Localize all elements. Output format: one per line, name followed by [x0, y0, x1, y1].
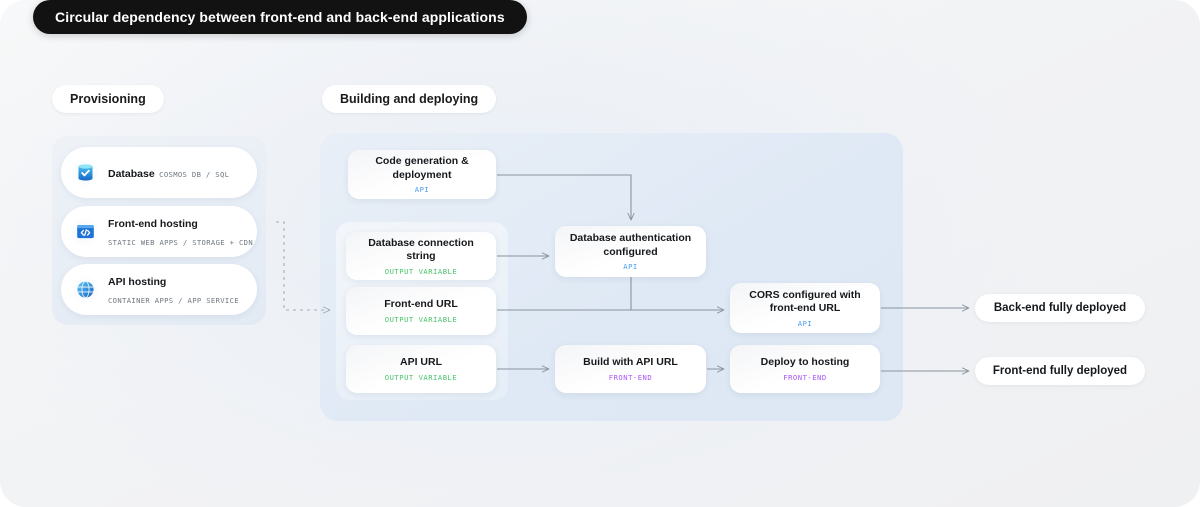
flow-node-title: Database authentication configured — [569, 232, 692, 258]
provisioning-card-subtitle: COSMOS DB / SQL — [159, 169, 230, 179]
flow-node-title: CORS configured with front-end URL — [749, 288, 861, 315]
flow-node-title: Build with API URL — [583, 356, 678, 369]
flow-node-tag: API — [797, 318, 813, 328]
flow-node-title: Front-end URL — [384, 298, 458, 311]
provisioning-card-front-end-hosting[interactable]: Front-end hosting STATIC WEB APPS / STOR… — [61, 206, 257, 257]
flow-node-tag: API — [414, 185, 430, 194]
flow-node-title: API URL — [400, 356, 442, 369]
diagram-title: Circular dependency between front-end an… — [33, 0, 527, 34]
flow-node-title: Code generation & deployment — [375, 155, 469, 181]
flow-node-build-with-api-url[interactable]: Build with API URL FRONT-END — [555, 345, 706, 393]
flow-node-tag: OUTPUT VARIABLE — [384, 314, 458, 324]
flow-node-api-url[interactable]: API URL OUTPUT VARIABLE — [346, 345, 496, 393]
database-icon — [70, 157, 100, 188]
outcome-front-end-fully-deployed: Front-end fully deployed — [975, 357, 1145, 385]
flow-node-front-end-url[interactable]: Front-end URL OUTPUT VARIABLE — [346, 287, 496, 335]
flow-node-tag: OUTPUT VARIABLE — [384, 266, 458, 276]
flow-node-tag: FRONT-END — [783, 372, 827, 382]
code-window-icon — [70, 216, 100, 247]
section-label-provisioning: Provisioning — [52, 85, 164, 113]
provisioning-card-subtitle: CONTAINER APPS / APP SERVICE — [108, 295, 239, 305]
flow-node-database-authentication-configured[interactable]: Database authentication configured API — [555, 226, 706, 277]
flow-node-tag: OUTPUT VARIABLE — [384, 372, 458, 382]
flow-node-cors-configured-with-front-end-url[interactable]: CORS configured with front-end URL API — [730, 283, 880, 333]
provisioning-card-title: API hosting — [108, 275, 167, 288]
flow-node-database-connection-string[interactable]: Database connection string OUTPUT VARIAB… — [346, 232, 496, 280]
flow-node-title: Database connection string — [368, 236, 474, 263]
provisioning-card-database[interactable]: Database COSMOS DB / SQL — [61, 147, 257, 198]
provisioning-card-title: Database — [108, 167, 155, 180]
globe-icon — [70, 274, 100, 305]
outcome-back-end-fully-deployed: Back-end fully deployed — [975, 294, 1145, 322]
flow-node-deploy-to-hosting[interactable]: Deploy to hosting FRONT-END — [730, 345, 880, 393]
flow-node-tag: API — [623, 262, 638, 271]
provisioning-panel: Database COSMOS DB / SQL Front-end hosti… — [52, 136, 266, 325]
provisioning-card-api-hosting[interactable]: API hosting CONTAINER APPS / APP SERVICE — [61, 264, 257, 315]
provisioning-card-subtitle: STATIC WEB APPS / STORAGE + CDN — [108, 237, 253, 247]
section-label-building-and-deploying: Building and deploying — [322, 85, 497, 113]
flow-node-code-generation-deployment[interactable]: Code generation & deployment API — [348, 150, 496, 199]
flow-node-title: Deploy to hosting — [760, 356, 850, 369]
flow-node-tag: FRONT-END — [608, 372, 653, 382]
provisioning-card-title: Front-end hosting — [108, 217, 198, 230]
